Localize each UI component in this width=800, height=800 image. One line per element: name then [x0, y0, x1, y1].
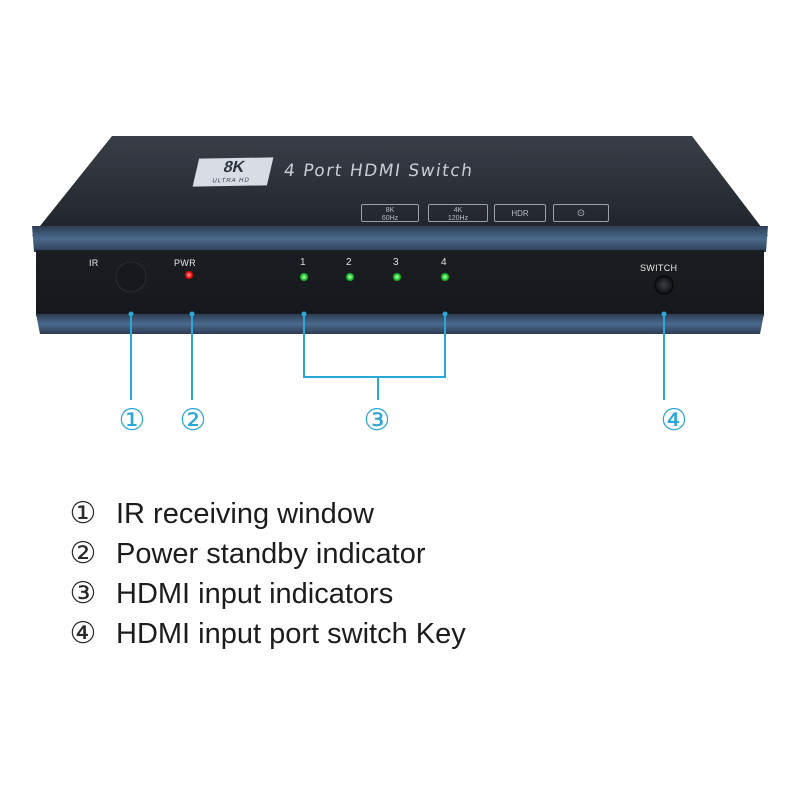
- port-label-2: 2: [346, 257, 352, 268]
- legend-number: ③: [69, 577, 97, 610]
- device-title: 4 Port HDMI Switch: [282, 161, 475, 181]
- legend-text: HDMI input port switch Key: [116, 617, 466, 650]
- legend-text: Power standby indicator: [116, 537, 426, 570]
- ir-window: [115, 261, 147, 293]
- callout-bracket-3: [303, 314, 446, 378]
- legend-item: ④ HDMI input port switch Key: [68, 614, 466, 654]
- badge-hdr: HDR: [494, 204, 546, 222]
- callout-2: ②: [179, 404, 207, 437]
- legend-number: ①: [69, 497, 97, 530]
- legend-text: HDMI input indicators: [116, 577, 394, 610]
- device-lower-band: [36, 314, 764, 334]
- port-label-3: 3: [393, 257, 399, 268]
- badge-power-icon: ⊙: [553, 204, 609, 222]
- legend: ① IR receiving window ② Power standby in…: [68, 494, 466, 654]
- port-led-1: [299, 272, 309, 282]
- callout-1: ①: [118, 404, 146, 437]
- pwr-label: PWR: [174, 258, 196, 268]
- legend-text: IR receiving window: [116, 497, 374, 530]
- ir-label: IR: [89, 258, 99, 268]
- legend-item: ③ HDMI input indicators: [68, 574, 466, 614]
- legend-number: ②: [69, 537, 97, 570]
- legend-number: ④: [69, 617, 97, 650]
- switch-button[interactable]: [654, 275, 674, 295]
- port-led-4: [440, 272, 450, 282]
- port-led-3: [392, 272, 402, 282]
- callout-3: ③: [363, 404, 391, 437]
- port-label-4: 4: [441, 257, 447, 268]
- legend-item: ② Power standby indicator: [68, 534, 466, 574]
- power-icon: ⊙: [576, 208, 586, 219]
- pwr-led: [184, 270, 194, 280]
- callout-4: ④: [660, 404, 688, 437]
- port-label-1: 1: [300, 257, 306, 268]
- port-led-2: [345, 272, 355, 282]
- device-front-panel: [36, 250, 764, 316]
- device-upper-band: [32, 226, 768, 252]
- switch-label: SWITCH: [640, 263, 678, 273]
- legend-item: ① IR receiving window: [68, 494, 466, 534]
- 8k-logo: 8K ULTRA HD: [192, 157, 274, 187]
